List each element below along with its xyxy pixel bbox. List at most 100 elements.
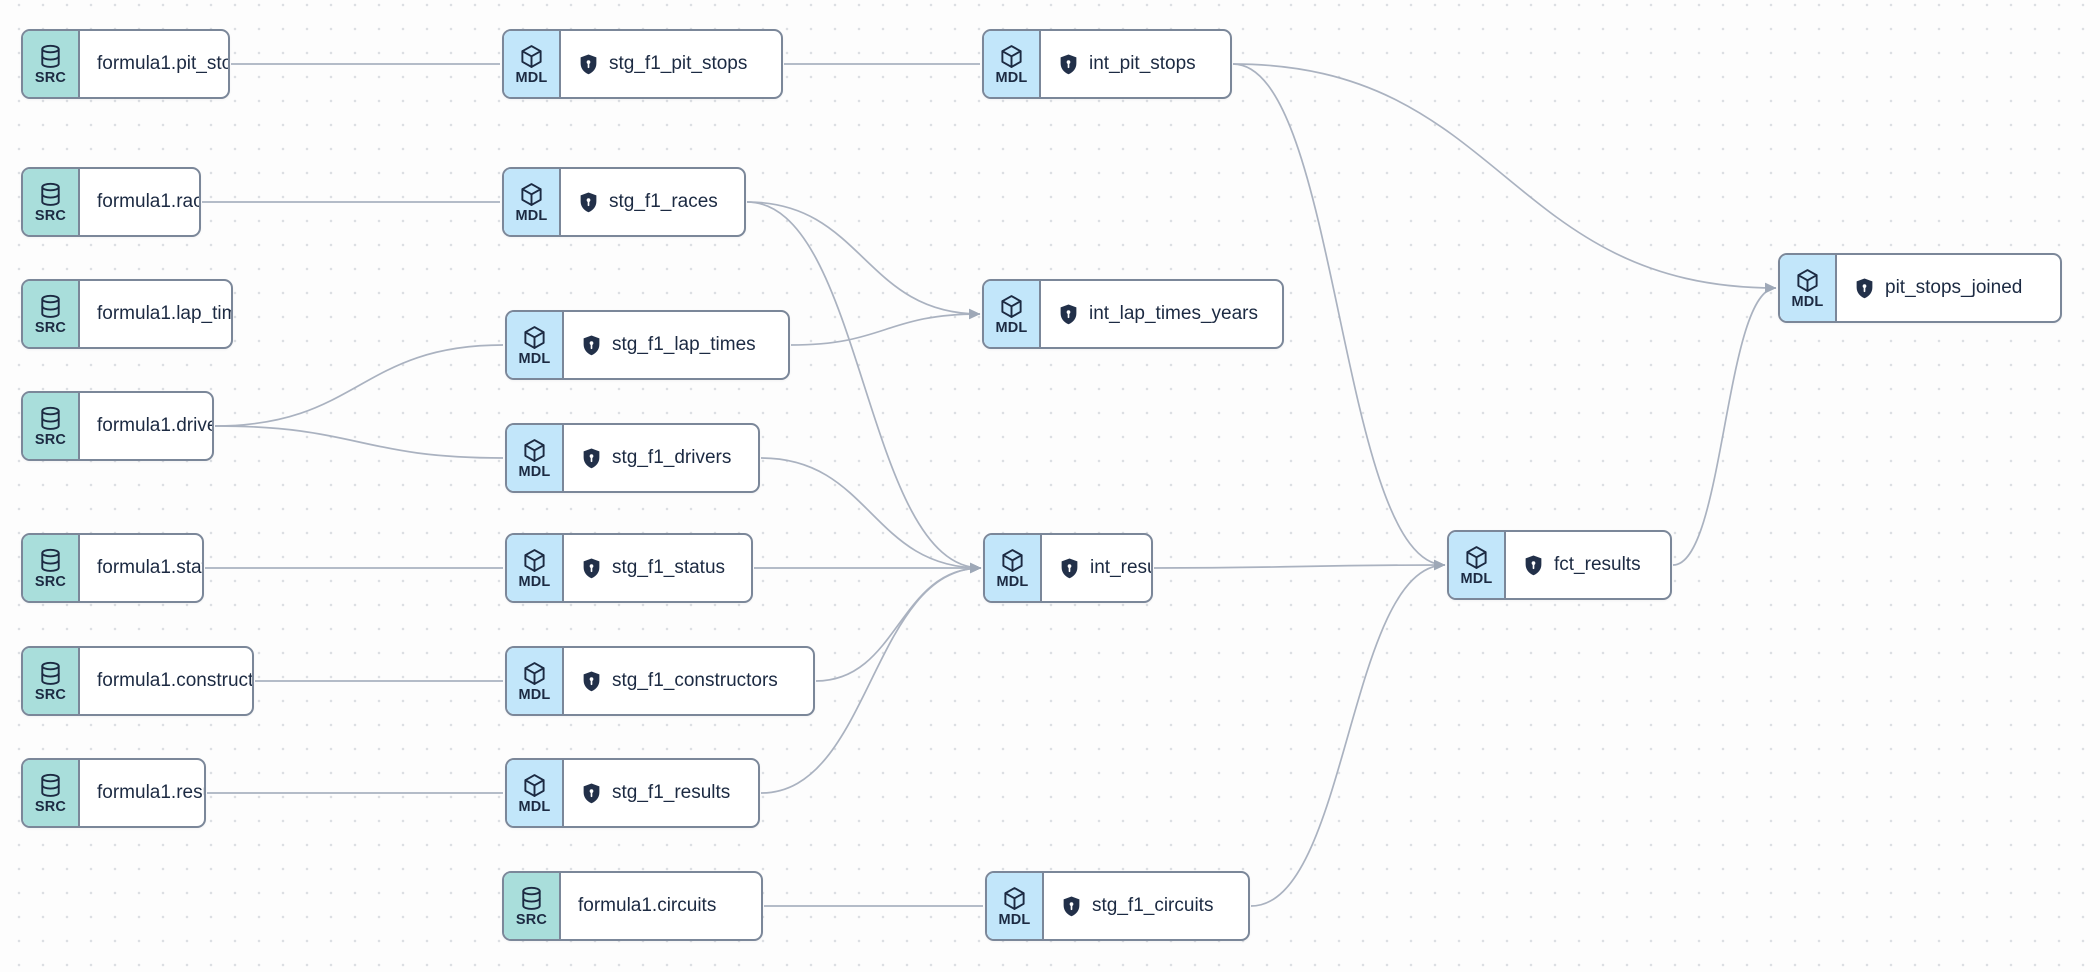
node-label: formula1.results bbox=[97, 782, 204, 803]
model-icon-section: MDL bbox=[507, 312, 564, 378]
database-icon bbox=[41, 548, 60, 572]
node-body: stg_f1_results bbox=[564, 760, 748, 826]
database-icon bbox=[41, 44, 60, 68]
node-formula1.races[interactable]: SRC formula1.races bbox=[21, 167, 201, 237]
model-icon-section: MDL bbox=[504, 169, 561, 235]
node-label: int_results bbox=[1090, 557, 1151, 578]
edge-stg_f1_drivers-to-int_results bbox=[760, 457, 982, 574]
model-icon-section: MDL bbox=[984, 281, 1041, 347]
shield-icon bbox=[580, 53, 597, 74]
source-icon-section: SRC bbox=[23, 393, 80, 459]
node-formula1.pit_stops[interactable]: SRC formula1.pit_stops bbox=[21, 29, 230, 99]
shield-icon bbox=[1856, 277, 1873, 298]
node-type-label: SRC bbox=[34, 798, 67, 815]
node-stg_f1_results[interactable]: MDL stg_f1_results bbox=[505, 758, 760, 828]
node-body: int_lap_times_years bbox=[1041, 281, 1276, 347]
node-type-label: MDL bbox=[996, 573, 1029, 590]
node-body: stg_f1_circuits bbox=[1044, 873, 1231, 939]
database-icon bbox=[41, 294, 60, 318]
node-stg_f1_constructors[interactable]: MDL stg_f1_constructors bbox=[505, 646, 815, 716]
node-label: formula1.races bbox=[97, 191, 199, 212]
node-type-label: SRC bbox=[515, 911, 548, 928]
node-type-label: MDL bbox=[998, 911, 1031, 928]
source-icon-section: SRC bbox=[23, 169, 80, 235]
cube-icon bbox=[1797, 268, 1818, 292]
node-type-label: MDL bbox=[1460, 570, 1493, 587]
node-body: stg_f1_races bbox=[561, 169, 736, 235]
node-stg_f1_circuits[interactable]: MDL stg_f1_circuits bbox=[985, 871, 1250, 941]
node-type-label: SRC bbox=[34, 573, 67, 590]
node-type-label: SRC bbox=[34, 431, 67, 448]
node-label: formula1.lap_times bbox=[97, 303, 231, 324]
node-body: stg_f1_constructors bbox=[564, 648, 796, 714]
model-icon-section: MDL bbox=[985, 535, 1042, 601]
edge-fct_results-to-pit_stops_joined bbox=[1672, 282, 1777, 566]
node-label: formula1.circuits bbox=[578, 895, 717, 916]
node-int_results[interactable]: MDL int_results bbox=[983, 533, 1153, 603]
node-type-label: MDL bbox=[518, 350, 551, 367]
model-icon-section: MDL bbox=[507, 535, 564, 601]
cube-icon bbox=[524, 773, 545, 797]
node-stg_f1_status[interactable]: MDL stg_f1_status bbox=[505, 533, 753, 603]
node-stg_f1_lap_times[interactable]: MDL stg_f1_lap_times bbox=[505, 310, 790, 380]
node-type-label: SRC bbox=[34, 686, 67, 703]
node-label: stg_f1_pit_stops bbox=[609, 53, 748, 74]
node-type-label: SRC bbox=[34, 207, 67, 224]
cube-icon bbox=[524, 325, 545, 349]
node-type-label: MDL bbox=[518, 573, 551, 590]
cube-icon bbox=[1466, 545, 1487, 569]
model-icon-section: MDL bbox=[1449, 532, 1506, 598]
cube-icon bbox=[1004, 886, 1025, 910]
node-body: stg_f1_pit_stops bbox=[561, 31, 765, 97]
shield-icon bbox=[1060, 303, 1077, 324]
node-type-label: SRC bbox=[34, 69, 67, 86]
node-type-label: MDL bbox=[518, 798, 551, 815]
shield-icon bbox=[583, 670, 600, 691]
node-body: formula1.results bbox=[80, 760, 204, 826]
cube-icon bbox=[1001, 294, 1022, 318]
source-icon-section: SRC bbox=[23, 31, 80, 97]
node-body: formula1.pit_stops bbox=[80, 31, 228, 97]
database-icon bbox=[522, 886, 541, 910]
node-body: stg_f1_lap_times bbox=[564, 312, 774, 378]
node-type-label: MDL bbox=[995, 69, 1028, 86]
edge-stg_f1_constructors-to-int_results bbox=[815, 562, 982, 682]
edge-formula1.drivers-to-stg_f1_drivers bbox=[214, 425, 504, 459]
model-icon-section: MDL bbox=[1780, 255, 1837, 321]
node-type-label: MDL bbox=[515, 207, 548, 224]
cube-icon bbox=[524, 661, 545, 685]
database-icon bbox=[41, 406, 60, 430]
node-body: formula1.races bbox=[80, 169, 199, 235]
node-type-label: MDL bbox=[518, 686, 551, 703]
shield-icon bbox=[583, 782, 600, 803]
source-icon-section: SRC bbox=[23, 535, 80, 601]
node-label: formula1.constructors bbox=[97, 670, 252, 691]
edge-formula1.drivers-to-stg_f1_lap_times bbox=[214, 344, 504, 427]
node-label: stg_f1_constructors bbox=[612, 670, 778, 691]
node-stg_f1_races[interactable]: MDL stg_f1_races bbox=[502, 167, 746, 237]
model-icon-section: MDL bbox=[507, 648, 564, 714]
node-formula1.results[interactable]: SRC formula1.results bbox=[21, 758, 206, 828]
model-icon-section: MDL bbox=[987, 873, 1044, 939]
cube-icon bbox=[1002, 548, 1023, 572]
node-formula1.constructors[interactable]: SRC formula1.constructors bbox=[21, 646, 254, 716]
node-label: stg_f1_races bbox=[609, 191, 718, 212]
shield-icon bbox=[583, 334, 600, 355]
model-icon-section: MDL bbox=[507, 760, 564, 826]
cube-icon bbox=[524, 548, 545, 572]
node-formula1.circuits[interactable]: SRC formula1.circuits bbox=[502, 871, 763, 941]
cube-icon bbox=[521, 182, 542, 206]
node-body: stg_f1_status bbox=[564, 535, 743, 601]
database-icon bbox=[41, 773, 60, 797]
